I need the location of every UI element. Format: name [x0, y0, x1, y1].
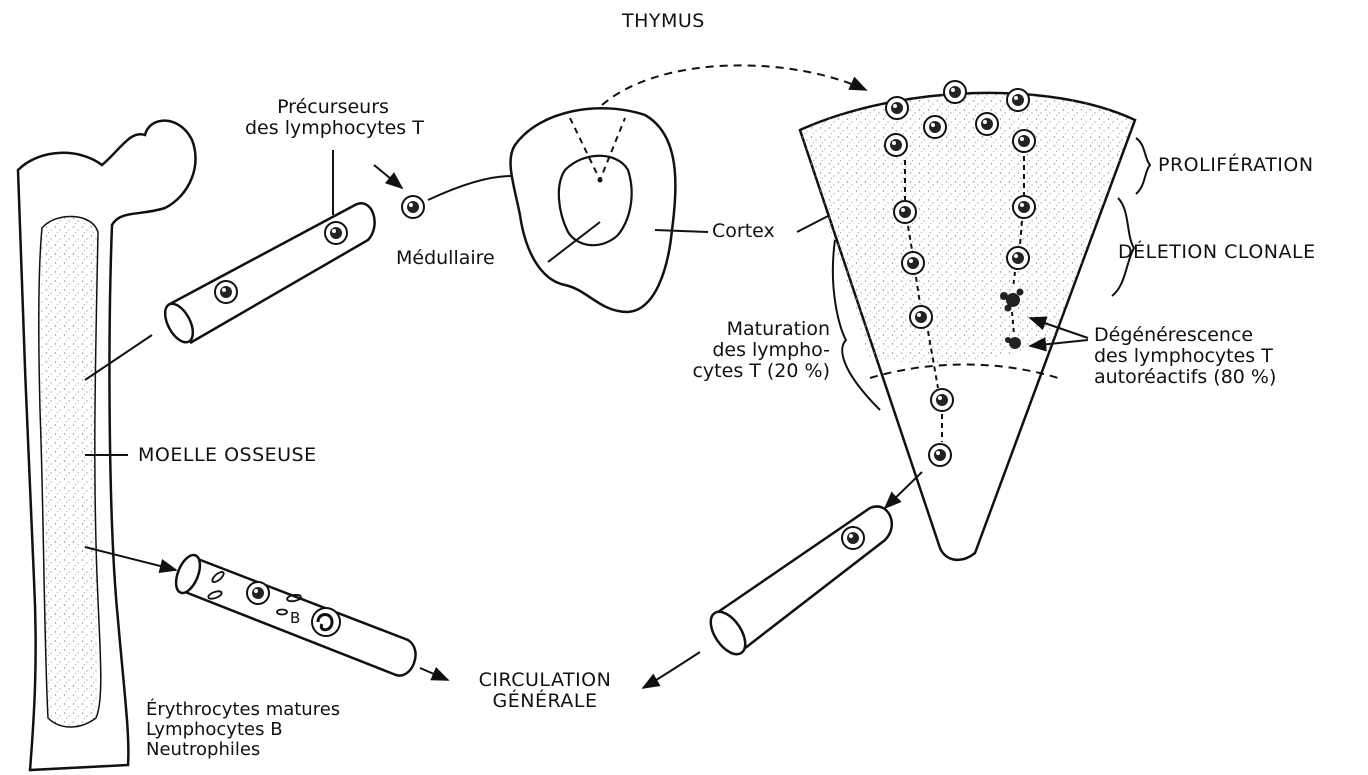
marrow-output-label: Érythrocytes matures Lymphocytes B Neutr…	[146, 700, 340, 760]
maturation-line-3: cytes T (20 %)	[680, 361, 830, 382]
marrow-output-line-1: Érythrocytes matures	[146, 700, 340, 720]
circulation-label: CIRCULATION GÉNÉRALE	[455, 670, 635, 712]
circulation-line-1: CIRCULATION	[455, 670, 635, 691]
marrow-output-line-3: Neutrophiles	[146, 740, 340, 760]
precursor-cell	[215, 281, 237, 303]
precursor-cell	[325, 222, 347, 244]
path-to-thymus	[428, 176, 515, 200]
circulation-line-2: GÉNÉRALE	[455, 691, 635, 712]
thymus-lobule	[511, 108, 676, 312]
medullaire-label: Médullaire	[396, 248, 495, 269]
degeneration-line-1: Dégénérescence	[1094, 325, 1276, 346]
maturation-label: Maturation des lympho- cytes T (20 %)	[680, 319, 830, 382]
thymus-sector	[800, 81, 1135, 560]
arrow-to-circulation-right	[643, 652, 700, 688]
clonal-deletion-label: DÉLETION CLONALE	[1118, 242, 1316, 263]
precursors-line-1: Précurseurs	[245, 97, 421, 118]
zoom-dashed-arrow	[602, 65, 866, 105]
degeneration-line-2: des lymphocytes T	[1094, 346, 1276, 367]
bone-marrow-label: MOELLE OSSEUSE	[138, 445, 317, 466]
vessel-lower-right	[704, 506, 892, 660]
degeneration-label: Dégénérescence des lymphocytes T autoréa…	[1094, 325, 1276, 388]
arrow-to-circulation-left	[420, 668, 448, 680]
marrow-cavity	[39, 216, 101, 727]
arrow-precursor	[374, 165, 402, 188]
maturation-line-2: des lympho-	[680, 340, 830, 361]
vessel-upper	[159, 203, 374, 346]
precursors-label: Précurseurs des lymphocytes T	[245, 97, 421, 139]
precursors-line-2: des lymphocytes T	[245, 118, 421, 139]
cortex-label: Cortex	[712, 221, 775, 242]
leader-cortex-right	[797, 215, 830, 232]
brace-proliferation	[1136, 138, 1150, 194]
b-lymphocyte-marker: B	[290, 608, 300, 629]
marrow-output-line-2: Lymphocytes B	[146, 720, 340, 740]
maturation-line-1: Maturation	[680, 319, 830, 340]
thymus-title: THYMUS	[622, 11, 705, 32]
free-precursor-cell	[402, 196, 424, 218]
degeneration-line-3: autoréactifs (80 %)	[1094, 367, 1276, 388]
proliferation-label: PROLIFÉRATION	[1158, 155, 1314, 176]
